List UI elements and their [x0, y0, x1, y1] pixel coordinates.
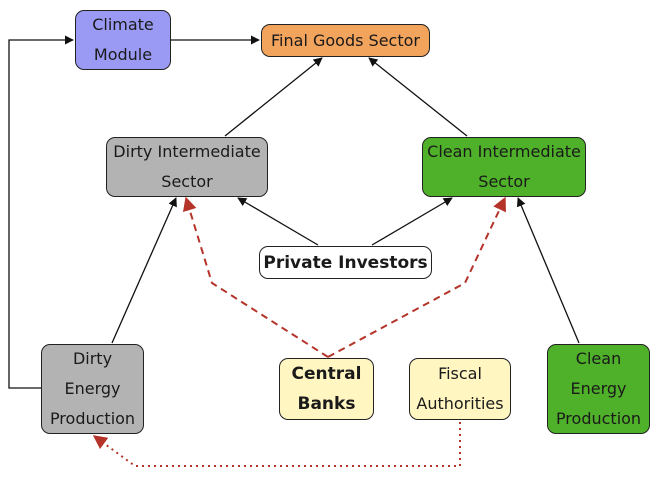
clean-intermediate-label: Clean Intermediate Sector	[427, 142, 581, 191]
dirty-intermediate-node: Dirty Intermediate Sector	[106, 137, 268, 197]
edge-clean-energy-to-intermediate	[516, 197, 580, 344]
central-banks-label: Central Banks	[291, 364, 362, 414]
central-banks-node: Central Banks	[279, 358, 374, 420]
fiscal-authorities-label: Fiscal Authorities	[416, 364, 504, 413]
climate-module-label: Climate Module	[92, 15, 154, 64]
dirty-energy-label: Dirty Energy Production	[49, 349, 136, 428]
edge-dirty-energy-to-intermediate	[111, 197, 177, 344]
edge-clean-intermediate-to-final	[368, 57, 468, 137]
edge-central-banks-to-dirty	[182, 196, 329, 358]
edge-dirty-energy-to-climate	[8, 35, 74, 389]
edge-fiscal-to-dirty-energy	[92, 422, 461, 467]
final-goods-label: Final Goods Sector	[271, 30, 420, 50]
climate-module-node: Climate Module	[75, 10, 171, 70]
edge-dirty-intermediate-to-final	[224, 57, 323, 137]
private-investors-label: Private Investors	[263, 252, 428, 273]
edge-investors-to-clean	[371, 197, 453, 246]
edge-central-banks-to-clean	[327, 196, 506, 358]
edge-investors-to-dirty	[237, 197, 319, 246]
clean-energy-node: Clean Energy Production	[547, 344, 650, 434]
final-goods-node: Final Goods Sector	[261, 24, 430, 57]
dirty-intermediate-label: Dirty Intermediate Sector	[113, 142, 261, 191]
dirty-energy-node: Dirty Energy Production	[41, 344, 144, 434]
clean-energy-label: Clean Energy Production	[555, 349, 642, 428]
fiscal-authorities-node: Fiscal Authorities	[409, 358, 511, 420]
private-investors-node: Private Investors	[259, 246, 432, 279]
clean-intermediate-node: Clean Intermediate Sector	[422, 137, 586, 197]
